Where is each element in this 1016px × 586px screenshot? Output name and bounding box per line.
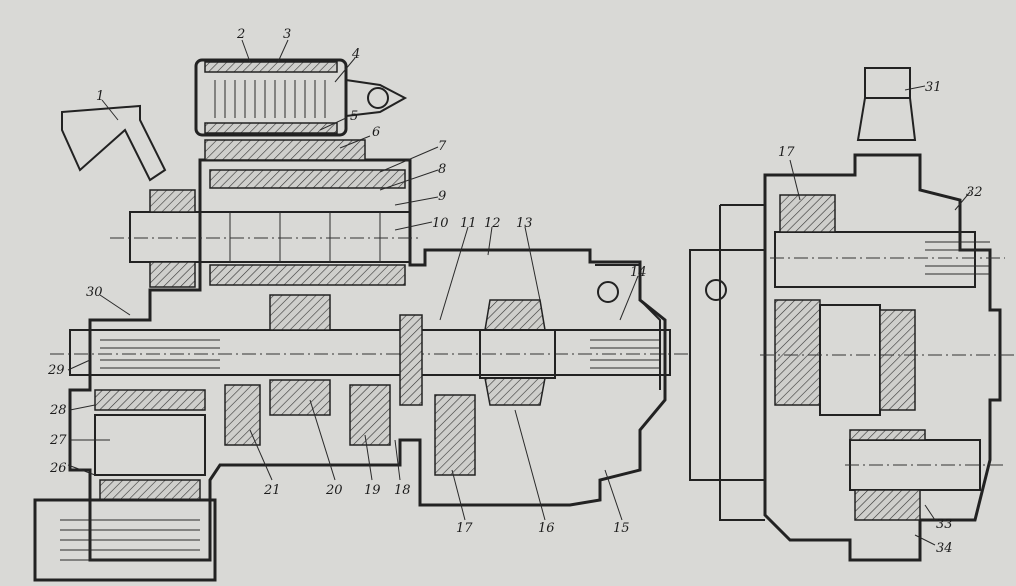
right-reducer-assembly — [689, 67, 1015, 562]
callout-33: 33 — [936, 517, 953, 532]
callout-14: 14 — [630, 265, 647, 280]
callout-9: 9 — [438, 189, 446, 204]
callout-5: 5 — [350, 109, 358, 124]
callout-34: 34 — [936, 541, 953, 556]
callout-28: 28 — [49, 403, 67, 418]
callout-15: 15 — [613, 521, 630, 536]
callout-26: 26 — [49, 461, 67, 476]
callout-18: 18 — [394, 483, 411, 498]
callout-3: 3 — [283, 27, 291, 42]
callout-29: 29 — [47, 363, 65, 378]
callout-labels: 1 2 3 4 5 6 7 8 9 10 11 12 13 14 15 16 1… — [47, 27, 983, 556]
callout-19: 19 — [364, 483, 381, 498]
left-gearbox-assembly — [33, 58, 690, 582]
leader-lines — [67, 39, 971, 546]
callout-17-right: 17 — [778, 145, 795, 160]
callout-21: 21 — [263, 483, 281, 498]
callout-1: 1 — [96, 89, 104, 104]
callout-7: 7 — [438, 139, 447, 154]
callout-20: 20 — [325, 483, 343, 498]
callout-8: 8 — [438, 162, 446, 177]
callout-30: 30 — [86, 285, 103, 300]
callout-31: 31 — [925, 80, 942, 95]
callout-32: 32 — [966, 185, 983, 200]
callout-10: 10 — [432, 216, 449, 231]
callout-13: 13 — [516, 216, 533, 231]
callout-4: 4 — [351, 47, 360, 62]
callout-27: 27 — [49, 433, 67, 448]
callout-16: 16 — [538, 521, 555, 536]
callout-11: 11 — [460, 216, 477, 231]
callout-17-left: 17 — [456, 521, 473, 536]
callout-6: 6 — [372, 125, 380, 140]
callout-12: 12 — [484, 216, 501, 231]
callout-2: 2 — [236, 27, 245, 42]
